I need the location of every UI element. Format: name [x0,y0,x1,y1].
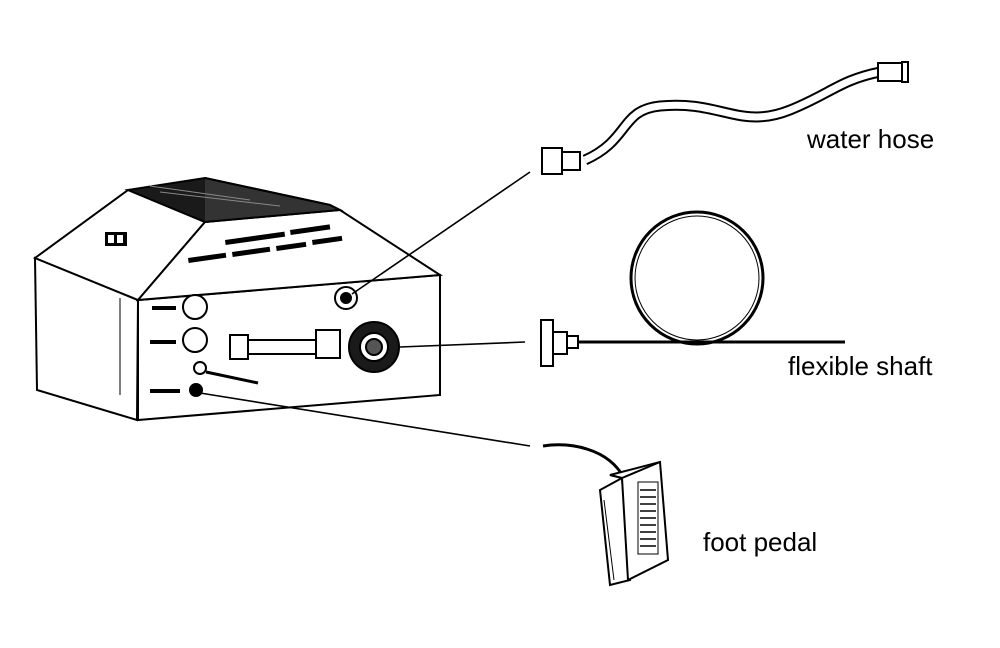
label-foot-pedal: foot pedal [703,527,818,557]
flexible-shaft-illustration [540,210,845,367]
holder-bar [247,339,317,355]
leader-lines [199,171,531,447]
foot-pedal-illustration [542,443,670,587]
shaft-leader-line [399,341,526,348]
pedal-leader-line [199,392,531,447]
connector-small [193,361,207,375]
hose-connector-right [877,62,903,82]
machine-unit [32,176,443,422]
knob-middle [182,327,208,353]
hose-connector-left [541,147,563,175]
knob-top [182,294,208,320]
control-markings [150,306,180,393]
label-water-hose: water hose [807,124,935,154]
holder-right [315,329,341,359]
water-leader-line [351,171,531,295]
pedal-port [189,383,203,397]
holder-left [229,334,249,360]
water-hose-illustration [541,61,909,175]
label-flexible-shaft: flexible shaft [788,351,933,381]
brand-logo [105,232,127,246]
panel-markings [188,224,343,263]
front-controls [182,286,400,397]
